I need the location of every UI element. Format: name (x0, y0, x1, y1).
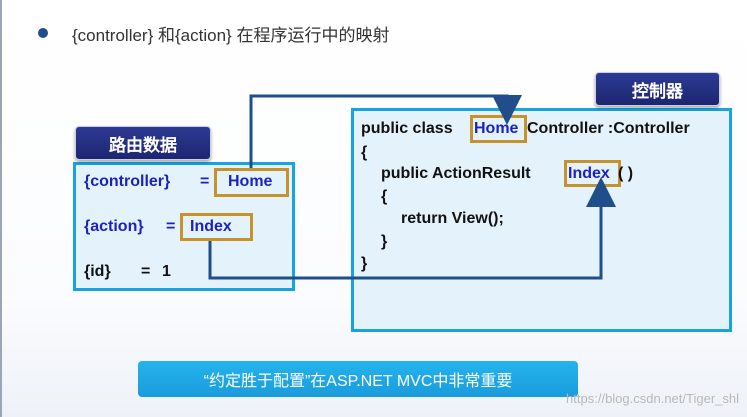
route-eq-controller: = (200, 173, 210, 190)
route-value-action-box (180, 213, 253, 241)
code-inner-brace-close: } (381, 233, 388, 250)
route-key-action: {action} (84, 218, 144, 235)
route-value-action: Index (190, 218, 232, 235)
route-data-title: 路由数据 (75, 126, 211, 160)
route-eq-id: = (141, 263, 151, 280)
bullet-icon (38, 28, 48, 38)
code-method-suffix: ( ) (618, 165, 634, 182)
slide-heading: {controller} 和{action} 在程序运行中的映射 (72, 26, 390, 45)
controller-title: 控制器 (595, 72, 720, 106)
route-value-id: 1 (162, 263, 171, 280)
code-method-prefix: public ActionResult (381, 165, 531, 182)
watermark: https://blog.csdn.net/Tiger_shl (566, 391, 739, 406)
convention-banner: “约定胜于配置”在ASP.NET MVC中非常重要 (138, 361, 578, 397)
action-mapping-arrow (208, 177, 616, 280)
route-key-controller: {controller} (84, 173, 171, 190)
route-value-controller-box (214, 168, 289, 197)
route-eq-action: = (166, 218, 176, 235)
controller-code-panel (351, 108, 732, 332)
controller-mapping-arrow (249, 94, 522, 168)
route-key-id: {id} (84, 263, 111, 280)
code-return-line: return View(); (401, 210, 504, 227)
code-inner-brace-open: { (381, 188, 388, 205)
route-value-controller: Home (228, 173, 273, 190)
code-class-prefix: public class (361, 120, 453, 137)
code-brace-open: { (361, 144, 368, 161)
code-class-suffix: Controller :Controller (527, 120, 690, 137)
code-brace-close: } (361, 255, 368, 272)
slide-left-edge (0, 0, 2, 417)
